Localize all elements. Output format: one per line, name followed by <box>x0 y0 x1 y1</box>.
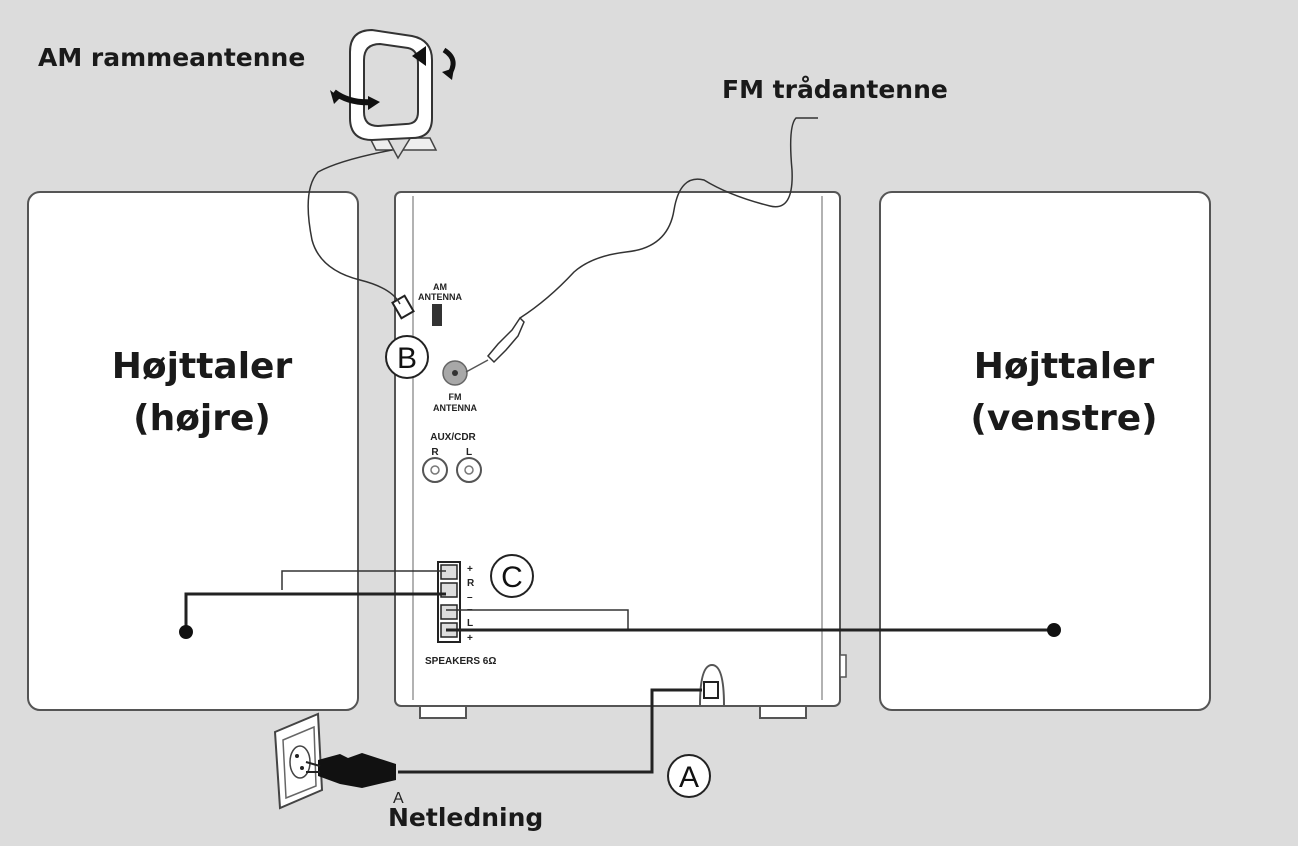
speaker-right-title: Højttaler <box>112 346 293 387</box>
speaker-left-terminal-dot <box>1047 623 1061 637</box>
fm-antenna-lead <box>465 359 489 373</box>
callout-a-text: A <box>679 761 699 794</box>
fm-socket-label-2: ANTENNA <box>433 403 477 413</box>
speaker-right-subtitle: (højre) <box>133 398 271 439</box>
am-antenna-socket <box>432 304 442 326</box>
aux-label: AUX/CDR <box>430 432 476 443</box>
terminal-plus-bottom: + <box>467 633 473 644</box>
wall-outlet <box>273 712 324 810</box>
power-inlet <box>703 681 719 699</box>
aux-l-label: L <box>466 447 472 458</box>
fm-antenna-wire <box>519 117 818 319</box>
speaker-right-panel <box>27 191 359 711</box>
speaker-wire-left-a <box>446 609 629 630</box>
power-plug <box>305 753 396 788</box>
terminal-minus-top: – <box>467 592 473 603</box>
callout-b-circle <box>385 335 429 379</box>
speaker-left-panel <box>879 191 1211 711</box>
am-antenna-label: AM rammeantenne <box>38 43 305 72</box>
terminal-plus-top: + <box>467 564 473 575</box>
callout-c-circle <box>490 554 534 598</box>
callout-c-text: C <box>501 561 523 594</box>
aux-r-label: R <box>431 447 439 458</box>
fm-socket-pin <box>452 370 458 376</box>
speaker-wire-right-b <box>184 592 446 632</box>
power-cord-label: Netledning <box>388 803 543 832</box>
speaker-wire-right-a <box>281 570 446 590</box>
terminal-l-label: L <box>467 618 473 629</box>
aux-r-jack-center <box>430 465 440 475</box>
am-socket-label-1: AM <box>433 282 447 292</box>
callout-a-circle <box>667 754 711 798</box>
speaker-left-title: Højttaler <box>974 346 1155 387</box>
speakers-label: SPEAKERS 6Ω <box>425 656 496 667</box>
power-cord-mark: A <box>393 790 404 807</box>
am-antenna-wire <box>307 149 401 305</box>
fm-socket-label-1: FM <box>449 392 462 402</box>
am-socket-label-2: ANTENNA <box>418 292 462 302</box>
unit-side-tab <box>839 654 847 678</box>
speaker-left-subtitle: (venstre) <box>970 398 1157 439</box>
callout-b-text: B <box>397 342 417 375</box>
fm-antenna-plug <box>486 316 525 364</box>
aux-l-jack-center <box>464 465 474 475</box>
speaker-right-terminal-dot <box>179 625 193 639</box>
am-loop-antenna <box>330 28 456 160</box>
fm-antenna-label: FM trådantenne <box>722 75 948 104</box>
terminal-r-label: R <box>467 578 475 589</box>
power-cord-cable <box>398 688 702 774</box>
